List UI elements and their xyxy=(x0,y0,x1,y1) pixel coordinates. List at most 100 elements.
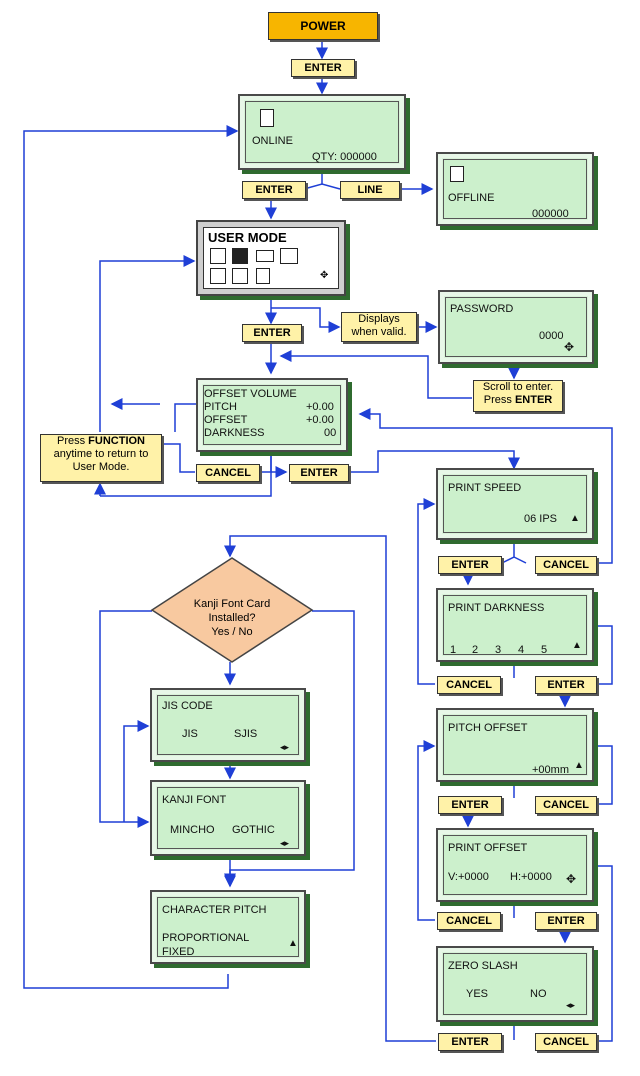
print-speed-title: PRINT SPEED xyxy=(448,482,522,494)
four-way-arrow-icon: ✥ xyxy=(564,340,575,354)
kanji-font-title: KANJI FONT xyxy=(162,794,227,806)
line-button[interactable]: LINE xyxy=(340,181,400,199)
kanji-question-line2: Installed? xyxy=(208,612,256,624)
mincho-option: MINCHO xyxy=(170,824,215,836)
offset-row-pitch-name: PITCH xyxy=(204,401,237,413)
qty-readout: QTY: 000000 xyxy=(312,151,377,163)
online-label: ONLINE xyxy=(252,135,293,147)
enter-button[interactable]: ENTER xyxy=(535,912,597,930)
enter-button[interactable]: ENTER xyxy=(242,181,306,199)
tools-icon[interactable] xyxy=(256,250,274,262)
left-right-arrow-icon: ◂▸ xyxy=(280,742,290,752)
enter-button[interactable]: ENTER xyxy=(289,464,349,482)
four-way-arrow-icon: ✥ xyxy=(566,872,577,886)
enter-button[interactable]: ENTER xyxy=(438,556,502,574)
darkness-level-4: 4 xyxy=(518,644,525,656)
password-screen: PASSWORD 0000 ✥ xyxy=(438,290,594,364)
offline-label: OFFLINE xyxy=(448,192,495,204)
zero-slash-screen: ZERO SLASH YES NO ◂▸ xyxy=(436,946,594,1022)
printer-icon xyxy=(260,109,274,127)
print-offset-title: PRINT OFFSET xyxy=(448,842,528,854)
enter-button[interactable]: ENTER xyxy=(291,59,355,77)
function-bold: FUNCTION xyxy=(88,435,145,447)
updown-arrow-icon: ▲ xyxy=(570,513,580,524)
zero-slash-yes: YES xyxy=(466,988,489,1000)
question-icon[interactable] xyxy=(232,248,248,264)
offset-row-darkness-value: 00 xyxy=(324,427,337,439)
updown-arrow-icon: ▲ xyxy=(288,938,298,949)
print-speed-screen: PRINT SPEED 06 IPS ▲ xyxy=(436,468,594,540)
offline-printer-icon xyxy=(450,166,464,182)
darkness-level-1: 1 xyxy=(450,644,457,656)
left-right-arrow-icon: ◂▸ xyxy=(566,1000,576,1010)
print-darkness-title: PRINT DARKNESS xyxy=(448,602,545,614)
cancel-button[interactable]: CANCEL xyxy=(437,912,501,930)
kanji-question-line3: Yes / No xyxy=(211,626,253,638)
password-label: PASSWORD xyxy=(450,303,514,315)
printer-setup-icon[interactable] xyxy=(210,268,226,284)
updown-arrow-icon: ▲ xyxy=(574,760,584,771)
scroll-note-enter: ENTER xyxy=(514,394,553,406)
print-offset-v: V:+0000 xyxy=(448,871,489,883)
updown-arrow-icon: ▲ xyxy=(572,640,582,651)
pitch-offset-value: +00mm xyxy=(532,764,569,776)
displays-note: Displays when valid. xyxy=(341,312,417,342)
darkness-level-2: 2 xyxy=(472,644,479,656)
jis-code-title: JIS CODE xyxy=(162,700,213,712)
press-function-line2: anytime to return to xyxy=(53,448,149,460)
offset-volume-screen: OFFSET VOLUME PITCH +0.00 OFFSET +0.00 D… xyxy=(196,378,348,452)
offline-qty: 000000 xyxy=(532,208,569,220)
cancel-button[interactable]: CANCEL xyxy=(196,464,260,482)
offset-row-offset-name: OFFSET xyxy=(204,414,248,426)
cancel-button[interactable]: CANCEL xyxy=(535,556,597,574)
press-function-prefix: Press xyxy=(56,435,89,447)
cancel-button[interactable]: CANCEL xyxy=(437,676,501,694)
proportional-option: PROPORTIONAL xyxy=(162,932,250,944)
enter-button[interactable]: ENTER xyxy=(438,796,502,814)
kanji-question-line1: Kanji Font Card xyxy=(193,598,271,610)
page-icon[interactable] xyxy=(256,268,270,284)
press-function-note: Press FUNCTION anytime to return to User… xyxy=(40,434,162,482)
offset-row-darkness-name: DARKNESS xyxy=(204,427,265,439)
password-value: 0000 xyxy=(539,330,564,342)
scroll-note-press: Press xyxy=(483,394,515,406)
pitch-offset-title: PITCH OFFSET xyxy=(448,722,528,734)
darkness-level-3: 3 xyxy=(495,644,502,656)
jis-code-screen: JIS CODE JIS SJIS ◂▸ xyxy=(150,688,306,762)
print-speed-value: 06 IPS xyxy=(524,513,558,525)
print-offset-screen: PRINT OFFSET V:+0000 H:+0000 ✥ xyxy=(436,828,594,902)
zero-slash-no: NO xyxy=(530,988,547,1000)
user-mode-title: USER MODE xyxy=(208,230,287,245)
left-right-arrow-icon: ◂▸ xyxy=(280,838,290,848)
wrench-icon[interactable] xyxy=(232,268,248,284)
cancel-button[interactable]: CANCEL xyxy=(535,796,597,814)
offset-row-offset-value: +0.00 xyxy=(306,414,334,426)
offset-row-pitch-value: +0.00 xyxy=(306,401,334,413)
print-darkness-screen: PRINT DARKNESS 1 2 3 4 5 ▲ xyxy=(436,588,594,662)
kanji-question: Kanji Font Card Installed? Yes / No xyxy=(170,597,294,639)
enter-button[interactable]: ENTER xyxy=(438,1033,502,1051)
gothic-option: GOTHIC xyxy=(232,824,275,836)
fixed-option: FIXED xyxy=(162,946,195,958)
sjis-option: SJIS xyxy=(234,728,258,740)
online-mode-icon[interactable] xyxy=(210,248,226,264)
zero-slash-title: ZERO SLASH xyxy=(448,960,518,972)
enter-button[interactable]: ENTER xyxy=(535,676,597,694)
card-icon[interactable] xyxy=(280,248,298,264)
char-pitch-title: CHARACTER PITCH xyxy=(162,904,267,916)
offline-screen: OFFLINE 000000 xyxy=(436,152,594,226)
print-offset-h: H:+0000 xyxy=(510,871,552,883)
enter-button[interactable]: ENTER xyxy=(242,324,302,342)
cancel-button[interactable]: CANCEL xyxy=(535,1033,597,1051)
kanji-card-decision-diamond xyxy=(150,557,314,663)
user-mode-screen: USER MODE ✥ xyxy=(196,220,346,296)
character-pitch-screen: CHARACTER PITCH PROPORTIONAL FIXED ▲ xyxy=(150,890,306,964)
four-way-arrow-icon: ✥ xyxy=(320,270,329,281)
online-screen: ONLINE QTY: 000000 xyxy=(238,94,406,170)
scroll-to-enter-note: Scroll to enter. Press ENTER xyxy=(473,380,563,412)
darkness-level-5: 5 xyxy=(541,644,548,656)
kanji-font-screen: KANJI FONT MINCHO GOTHIC ◂▸ xyxy=(150,780,306,856)
power-button[interactable]: POWER xyxy=(268,12,378,40)
press-function-line3: User Mode. xyxy=(72,461,130,473)
